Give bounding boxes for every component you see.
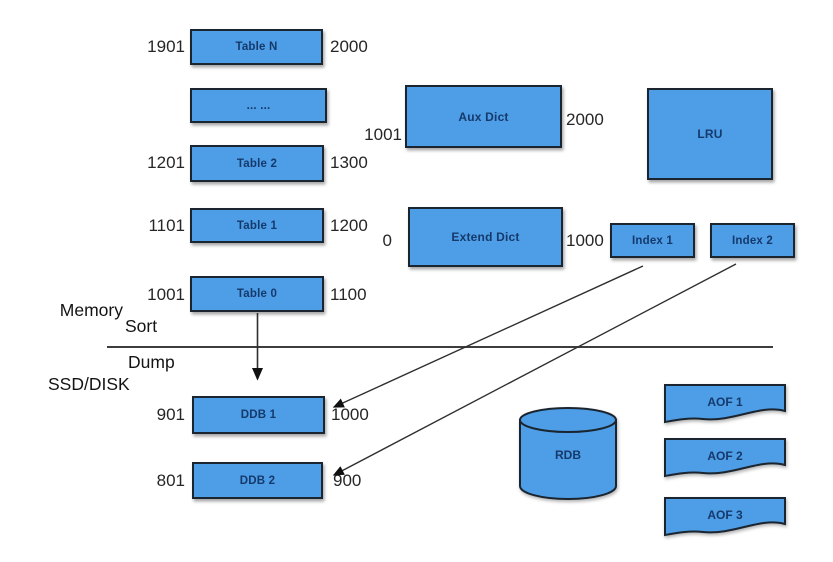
table-n-label: Table N xyxy=(235,41,278,53)
extend-dict-label: Extend Dict xyxy=(451,230,520,244)
table-1-start-value: 1101 xyxy=(148,216,185,235)
table-1-node: Table 1 xyxy=(190,208,324,243)
rdb-label: RDB xyxy=(555,448,581,462)
memory-region-label: Memory xyxy=(59,300,123,320)
index-1-label: Index 1 xyxy=(631,234,674,247)
aux-dict-end-value: 2000 xyxy=(566,110,604,129)
extend-dict-end-value: 1000 xyxy=(566,231,604,250)
table-n-end-value: 2000 xyxy=(330,37,368,56)
table-n-node: Table N xyxy=(190,29,323,65)
dump-label: Dump xyxy=(128,352,175,372)
table-1-label: Table 1 xyxy=(236,219,278,232)
aof-3-label: AOF 3 xyxy=(707,508,743,522)
aux-dict-node: Aux Dict xyxy=(405,85,562,148)
index-2-node: Index 2 xyxy=(710,223,795,258)
aux-dict-start-value: 1001 xyxy=(364,125,402,144)
ddb-1-start-value: 901 xyxy=(156,405,185,424)
table-0-node: Table 0 xyxy=(190,276,324,312)
table-2-start-value: 1201 xyxy=(147,153,185,172)
ddb-1-node: DDB 1 xyxy=(192,396,325,434)
table-n-start-value: 1901 xyxy=(147,37,185,56)
table-2-label: Table 2 xyxy=(236,157,278,170)
table-2-end-value: 1300 xyxy=(330,153,368,172)
table-0-start-value: 1001 xyxy=(147,285,185,304)
table-ellipsis-label: ... ... xyxy=(246,99,271,112)
lru-node: LRU xyxy=(647,88,773,180)
disk-region-label: SSD/DISK xyxy=(48,374,130,394)
aux-dict-label: Aux Dict xyxy=(458,109,509,124)
index-1-node: Index 1 xyxy=(610,223,695,258)
index1-to-ddb1-arrow xyxy=(332,265,644,408)
ddb-2-end-value: 900 xyxy=(333,471,362,490)
ddb-2-start-value: 801 xyxy=(156,471,185,490)
sort-label: Sort xyxy=(125,316,158,336)
table-ellipsis-node: ... ... xyxy=(190,88,327,123)
ddb-1-label: DDB 1 xyxy=(240,409,277,421)
ddb-2-label: DDB 2 xyxy=(239,474,276,487)
index-2-label: Index 2 xyxy=(731,234,774,247)
table-0-end-value: 1100 xyxy=(330,285,367,304)
memory-disk-divider-line xyxy=(107,346,773,348)
aof-3-document-icon xyxy=(664,497,786,537)
table-2-node: Table 2 xyxy=(190,145,324,182)
aof-2-label: AOF 2 xyxy=(707,449,743,463)
ddb-2-node: DDB 2 xyxy=(192,462,323,499)
table-1-end-value: 1200 xyxy=(330,216,368,235)
ddb-1-end-value: 1000 xyxy=(331,405,369,424)
table-0-label: Table 0 xyxy=(236,288,278,300)
extend-dict-start-value: 0 xyxy=(382,231,392,250)
aof-1-label: AOF 1 xyxy=(707,395,743,409)
lru-label: LRU xyxy=(697,127,723,141)
extend-dict-node: Extend Dict xyxy=(408,207,563,267)
